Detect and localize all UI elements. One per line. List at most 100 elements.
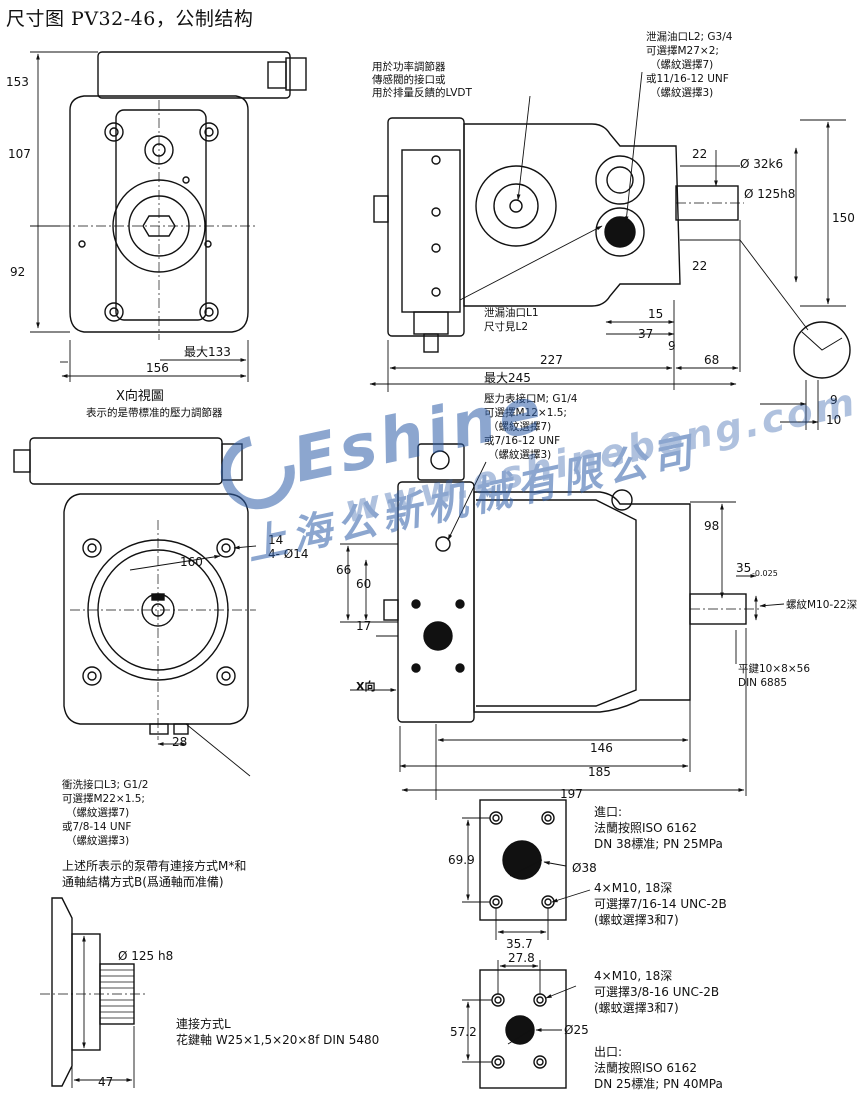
dim-35-tolerance: -0.025 — [752, 569, 778, 578]
drain-l1-line-2: 尺寸見L2 — [484, 320, 528, 333]
dim-14: 14 — [268, 533, 283, 547]
x-view-title: X向視圖 — [116, 388, 164, 404]
drain-l2-line-4: 或11/16-12 UNF — [646, 73, 729, 85]
dim-bore-25: Ø25 — [564, 1023, 589, 1037]
dim-57-2: 57.2 — [450, 1025, 477, 1039]
regulator-note-line-1: 用於功率調節器 — [372, 60, 446, 73]
dim-4-holes: 4- Ø14 — [268, 547, 309, 561]
inlet-thread-line-2: 可選擇7/16-14 UNC-2B — [594, 896, 727, 911]
page-title: 尺寸图 PV32-46，公制结构 — [6, 8, 254, 30]
spline-note: 連接方式L 花鍵軸 W25×1,5×20×8f DIN 5480 — [176, 1016, 379, 1047]
outlet-thread-line-3: (螺蚊選擇3和7) — [594, 1000, 679, 1015]
drain-l2-line-3: （螺紋選擇7) — [650, 58, 713, 71]
x-view — [13, 437, 256, 740]
through-drive-line-2: 通軸結構方式B(爲通軸而准備) — [62, 874, 224, 889]
side-view-dims — [340, 461, 785, 800]
drain-l2-note: 泄漏油口L2; G3/4 可選擇M27×2; （螺紋選擇7) 或11/16-12… — [646, 30, 733, 99]
x-direction-label: X向 — [356, 679, 375, 693]
dim-153: 153 — [6, 75, 29, 89]
flush-line-2: 可選擇M22×1.5; — [62, 792, 145, 805]
dim-15: 15 — [648, 307, 663, 321]
top-right-view — [373, 117, 851, 379]
inlet-thread-note: 4×M10, 18深 可選擇7/16-14 UNC-2B (螺蚊選擇3和7) — [594, 881, 727, 927]
through-drive-note: 上述所表示的泵帶有連接方式M*和 通軸結構方式B(爲通軸而准備) — [62, 858, 246, 889]
drain-l2-line-5: （螺紋選擇3) — [650, 86, 713, 99]
outlet-dims — [462, 960, 577, 1063]
outlet-flange — [479, 969, 567, 1089]
top-left-view — [60, 51, 307, 340]
dim-bore-38: Ø38 — [572, 861, 597, 875]
gauge-line-3: （螺紋選擇7) — [488, 420, 551, 433]
inlet-thread-line-1: 4×M10, 18深 — [594, 881, 672, 895]
inlet-label: 進口: 法蘭按照ISO 6162 DN 38標准; PN 25MPa — [594, 805, 723, 851]
top-left-dims — [30, 51, 249, 382]
flush-line-5: （螺紋選擇3) — [66, 834, 129, 847]
dim-197: 197 — [560, 787, 583, 801]
spline-dims — [71, 935, 135, 1088]
inlet-line-3: DN 38標准; PN 25MPa — [594, 837, 723, 851]
outlet-label: 出口: 法蘭按照ISO 6162 DN 25標准; PN 40MPa — [594, 1045, 723, 1091]
dim-9: 9 — [668, 339, 676, 353]
dim-35: 35 — [736, 561, 751, 575]
dim-9-right: 9 — [830, 393, 838, 407]
drain-l1-note: 泄漏油口L1 尺寸見L2 — [484, 306, 539, 333]
side-view — [383, 443, 760, 723]
drain-l2-line-2: 可選擇M27×2; — [646, 44, 719, 57]
gauge-line-2: 可選擇M12×1.5; — [484, 406, 567, 419]
gauge-note: 壓力表接口M; G1/4 可選擇M12×1.5; （螺紋選擇7) 或7/16-1… — [484, 392, 578, 461]
dim-17: 17 — [356, 619, 371, 633]
spline-line-2: 花鍵軸 W25×1,5×20×8f DIN 5480 — [176, 1032, 379, 1047]
gauge-line-5: （螺紋選擇3) — [488, 448, 551, 461]
dim-max133: 最大133 — [184, 345, 231, 359]
regulator-note-line-2: 傳感閥的接口或 — [372, 73, 446, 86]
dim-28: 28 — [172, 735, 187, 749]
inlet-dims — [462, 817, 591, 940]
through-drive-line-1: 上述所表示的泵帶有連接方式M*和 — [62, 858, 246, 873]
outlet-line-1: 出口: — [594, 1045, 622, 1059]
inlet-line-2: 法蘭按照ISO 6162 — [594, 821, 697, 835]
regulator-note-line-3: 用於排量反饋的LVDT — [372, 86, 472, 99]
dim-107: 107 — [8, 147, 31, 161]
dim-227: 227 — [540, 353, 563, 367]
spline-view — [40, 897, 146, 1087]
outlet-line-2: 法蘭按照ISO 6162 — [594, 1061, 697, 1075]
dim-66: 66 — [336, 563, 351, 577]
regulator-note: 用於功率調節器 傳感閥的接口或 用於排量反饋的LVDT — [372, 60, 472, 99]
x-view-dims — [129, 545, 257, 777]
flush-note: 衝洗接口L3; G1/2 可選擇M22×1.5; （螺紋選擇7) 或7/8-14… — [62, 778, 148, 847]
drain-l2-line-1: 泄漏油口L2; G3/4 — [646, 30, 733, 43]
spline-line-1: 連接方式L — [176, 1016, 231, 1031]
outlet-line-3: DN 25標准; PN 40MPa — [594, 1077, 723, 1091]
flush-line-1: 衝洗接口L3; G1/2 — [62, 778, 148, 791]
dim-27-8: 27.8 — [508, 951, 535, 965]
dim-22-bottom: 22 — [692, 259, 707, 273]
dim-flange-125h8: Ø 125h8 — [744, 187, 795, 201]
dim-35-7: 35.7 — [506, 937, 533, 951]
gauge-line-1: 壓力表接口M; G1/4 — [484, 392, 578, 405]
dim-92: 92 — [10, 265, 25, 279]
dim-37: 37 — [638, 327, 653, 341]
dim-68: 68 — [704, 353, 719, 367]
inlet-line-1: 進口: — [594, 805, 622, 819]
spline-flange-label: Ø 125 h8 — [118, 949, 173, 963]
flush-line-3: （螺紋選擇7) — [66, 806, 129, 819]
x-view-subtitle: 表示的是帶標准的壓力調節器 — [86, 406, 223, 419]
dim-160: 160 — [180, 555, 203, 569]
dim-10-right: 10 — [826, 413, 841, 427]
watermark: Eshine 上海公新机械有限公司 www.eshinebeng.com — [220, 372, 860, 570]
flush-line-4: 或7/8-14 UNF — [62, 821, 131, 833]
dim-22-top: 22 — [692, 147, 707, 161]
dim-60: 60 — [356, 577, 371, 591]
outlet-thread-note: 4×M10, 18深 可選擇3/8-16 UNC-2B (螺蚊選擇3和7) — [594, 969, 719, 1015]
dim-47: 47 — [98, 1075, 113, 1089]
key-label: 平鍵10×8×56 — [738, 662, 810, 675]
thread-m10-label: 螺紋M10-22深 — [786, 598, 857, 611]
dim-156: 156 — [146, 361, 169, 375]
inlet-thread-line-3: (螺蚊選擇3和7) — [594, 912, 679, 927]
gauge-line-4: 或7/16-12 UNF — [484, 435, 560, 447]
dim-185: 185 — [588, 765, 611, 779]
din-label: DIN 6885 — [738, 677, 787, 689]
dim-69-9: 69.9 — [448, 853, 475, 867]
top-right-dims — [369, 71, 846, 430]
